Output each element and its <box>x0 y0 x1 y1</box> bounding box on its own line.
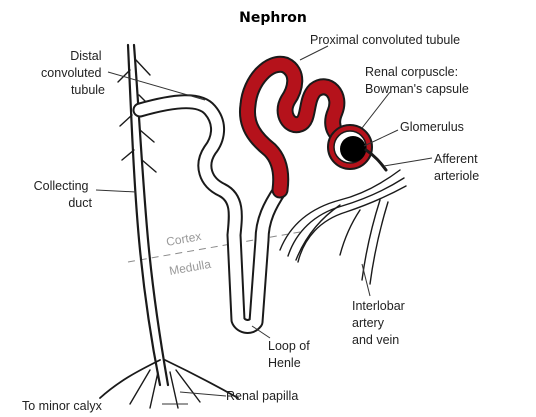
diagram-title: Nephron <box>239 10 307 26</box>
label-afferent-arteriole: Afferent arteriole <box>434 152 481 183</box>
label-interlobar: Interlobar artery and vein <box>352 299 408 347</box>
label-distal: Distal convoluted tubule <box>41 49 105 97</box>
interlobar-vessels <box>280 170 406 284</box>
label-cortex: Cortex <box>165 229 202 249</box>
label-renal-corpuscle: Renal corpuscle: Bowman's capsule <box>365 65 469 96</box>
cortex-medulla-boundary <box>128 232 300 262</box>
label-glomerulus: Glomerulus <box>400 120 464 134</box>
label-loop-of-henle: Loop of Henle <box>268 339 313 370</box>
proximal-convoluted-tubule <box>247 64 350 190</box>
label-collecting-duct: Collecting duct <box>34 179 93 210</box>
label-minor-calyx: To minor calyx <box>22 399 103 413</box>
label-proximal: Proximal convoluted tubule <box>310 33 460 47</box>
label-renal-papilla: Renal papilla <box>226 389 298 403</box>
label-medulla: Medulla <box>168 257 212 278</box>
